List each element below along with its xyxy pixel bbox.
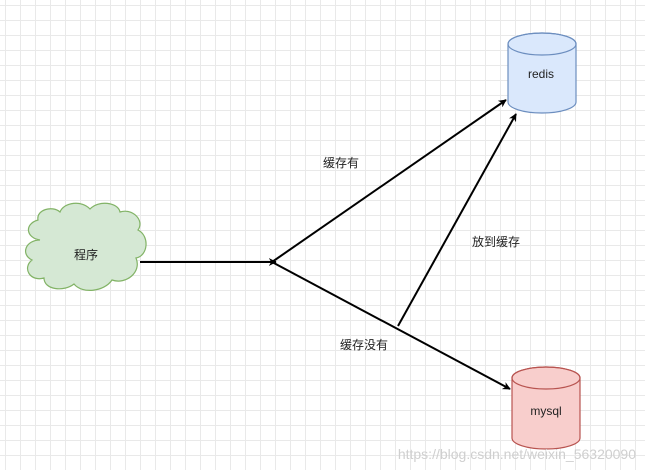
program-cloud-shape (24, 202, 147, 291)
mysql-node[interactable]: mysql (511, 366, 581, 450)
junction-to-mysql-edge[interactable] (271, 261, 511, 390)
redis-cylinder-top (507, 32, 577, 56)
mysql-label: mysql (530, 404, 561, 418)
cache-hit-label: 缓存有 (323, 156, 359, 170)
put-cache-label: 放到缓存 (472, 234, 520, 249)
watermark-text: https://blog.csdn.net/weixin_56320090 (398, 446, 636, 462)
redis-label: redis (528, 67, 554, 81)
cache-miss-label: 缓存没有 (340, 337, 388, 352)
junction-to-redis-edge[interactable] (271, 99, 507, 263)
mysql-to-redis-edge[interactable] (397, 113, 517, 327)
mysql-cylinder-top (511, 366, 581, 390)
redis-node[interactable]: redis (507, 32, 577, 114)
program-label: 程序 (74, 247, 98, 262)
program-node[interactable]: 程序 (24, 202, 147, 291)
